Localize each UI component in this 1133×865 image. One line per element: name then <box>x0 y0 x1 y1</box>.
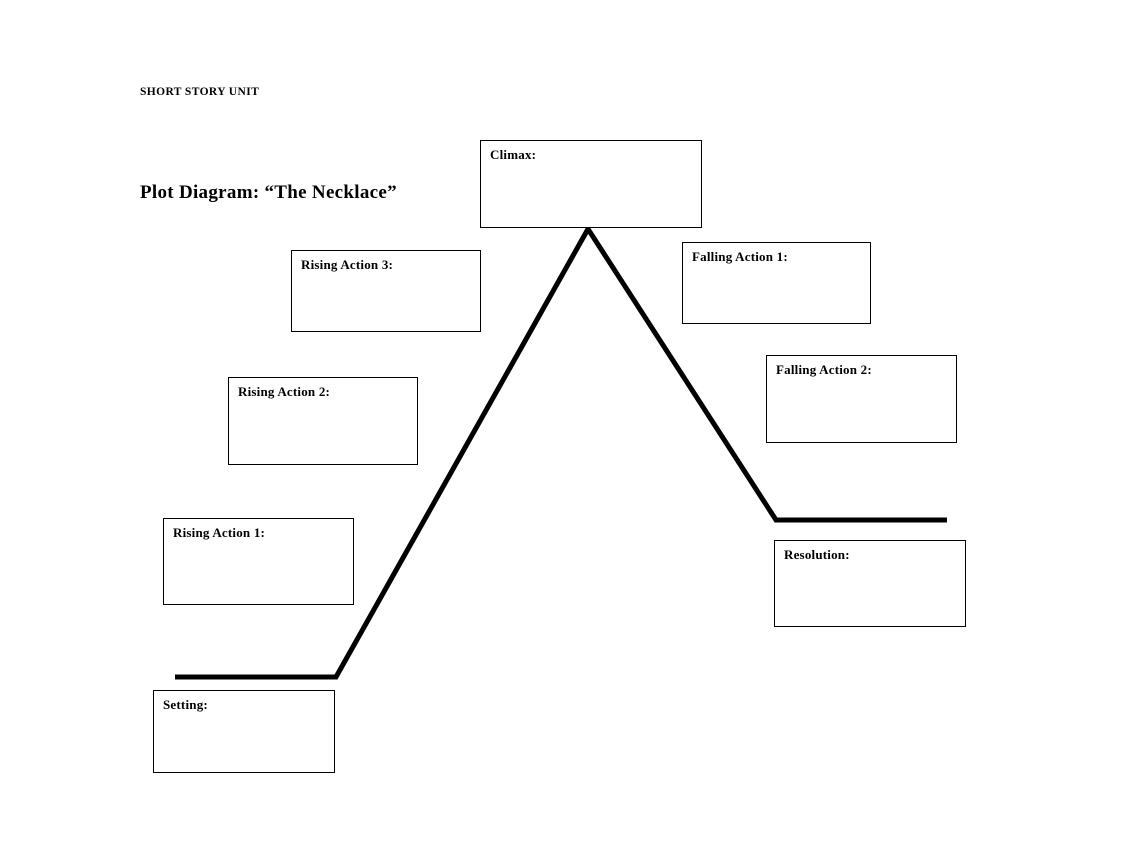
plot-box-rising-action-1[interactable]: Rising Action 1: <box>163 518 354 605</box>
plot-box-falling-action-2[interactable]: Falling Action 2: <box>766 355 957 443</box>
plot-box-label-falling-action-1: Falling Action 1: <box>692 249 788 264</box>
plot-box-rising-action-3[interactable]: Rising Action 3: <box>291 250 481 332</box>
plot-box-label-resolution: Resolution: <box>784 547 850 562</box>
plot-box-resolution[interactable]: Resolution: <box>774 540 966 627</box>
plot-box-label-rising-action-3: Rising Action 3: <box>301 257 394 272</box>
plot-box-climax[interactable]: Climax: <box>480 140 702 228</box>
plot-box-label-setting: Setting: <box>163 697 208 712</box>
plot-box-label-falling-action-2: Falling Action 2: <box>776 362 872 377</box>
plot-box-label-rising-action-1: Rising Action 1: <box>173 525 266 540</box>
plot-box-label-rising-action-2: Rising Action 2: <box>238 384 331 399</box>
plot-box-label-climax: Climax: <box>490 147 537 162</box>
unit-header: SHORT STORY UNIT <box>140 86 260 98</box>
page-title: Plot Diagram: “The Necklace” <box>140 182 397 203</box>
plot-box-setting[interactable]: Setting: <box>153 690 335 773</box>
plot-box-falling-action-1[interactable]: Falling Action 1: <box>682 242 871 324</box>
plot-box-rising-action-2[interactable]: Rising Action 2: <box>228 377 418 465</box>
